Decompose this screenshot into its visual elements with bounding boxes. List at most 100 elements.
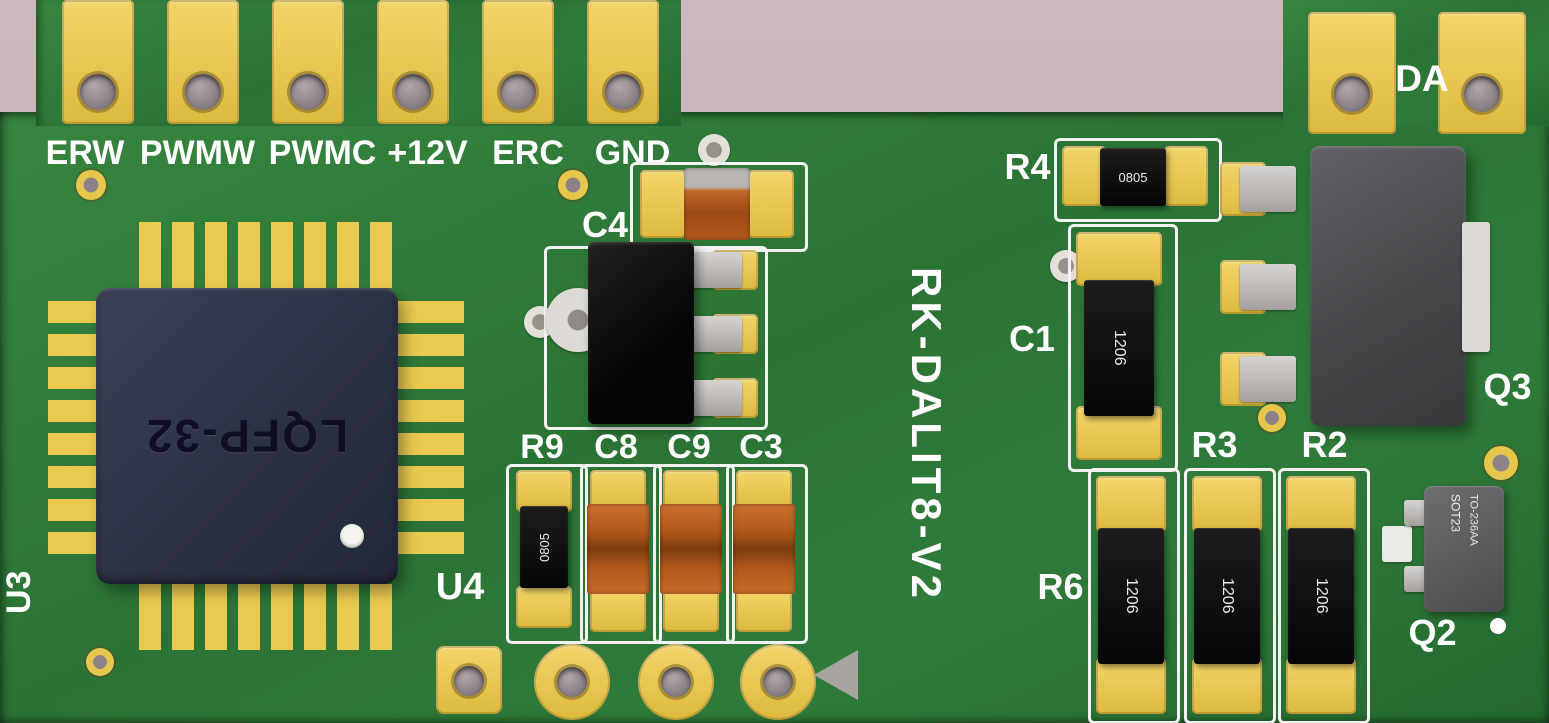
connector-pad-12v <box>377 0 449 124</box>
regulator-body <box>588 242 694 424</box>
connector-pad-erw <box>62 0 134 124</box>
ref-label-r2: R2 <box>1301 424 1348 465</box>
ref-label-r9: R9 <box>520 428 564 466</box>
r6-resistor-body: 1206 <box>1098 528 1164 664</box>
c4-capacitor-body <box>684 168 750 240</box>
via <box>1258 404 1286 432</box>
r2-pad <box>1286 476 1356 532</box>
r9-resistor-body: 0805 <box>520 506 568 588</box>
q2-transistor-body: SOT23 TO-236AA <box>1424 486 1504 612</box>
c9-capacitor-body <box>660 504 722 594</box>
q2-marking-package: SOT23 <box>1448 494 1463 533</box>
silkscreen-label-pwmc: PWMC <box>268 134 377 172</box>
ref-label-q3: Q3 <box>1483 366 1532 407</box>
q3-lead <box>1240 264 1296 310</box>
r3-resistor-body: 1206 <box>1194 528 1260 664</box>
ref-label-c9: C9 <box>667 428 711 466</box>
c9-pad <box>663 588 719 632</box>
via <box>558 170 588 200</box>
r6-silkscreen-outline <box>1088 468 1180 723</box>
mount-pad-square <box>436 646 502 714</box>
c8-pad <box>590 470 646 510</box>
r2-silkscreen-outline <box>1278 468 1370 723</box>
r4-pad <box>1164 146 1208 206</box>
via <box>698 134 730 166</box>
silkscreen-label-da: DA <box>1395 58 1449 99</box>
c4-pad-left <box>640 170 686 238</box>
ref-label-c8: C8 <box>594 428 638 466</box>
mount-pad-round <box>534 644 610 720</box>
via <box>1484 446 1518 480</box>
connector-pad-da-left <box>1308 12 1396 134</box>
silkscreen-label-erw: ERW <box>45 134 125 172</box>
pad-hole <box>557 667 587 697</box>
r2-resistor-body: 1206 <box>1288 528 1354 664</box>
pad-hole <box>1464 76 1500 112</box>
pad-hole <box>500 74 536 110</box>
connector-pad-erc <box>482 0 554 124</box>
mount-pad-round <box>638 644 714 720</box>
pad-hole <box>185 74 221 110</box>
qfp-chip-u3: LQFP-32 <box>96 288 398 584</box>
r9-silkscreen-outline <box>506 464 588 644</box>
regulator-lead <box>690 316 742 352</box>
c3-pad <box>736 470 792 510</box>
ref-label-r4: R4 <box>1004 146 1051 187</box>
pin1-dot <box>340 524 364 548</box>
pad-hole <box>80 74 116 110</box>
r4-marking: 0805 <box>1118 169 1148 185</box>
q3-transistor-body <box>1310 146 1466 426</box>
r2-pad <box>1286 658 1356 714</box>
c8-pad <box>590 588 646 632</box>
r6-marking: 1206 <box>1123 578 1140 614</box>
r4-pad <box>1062 146 1106 206</box>
qfp-leads-bottom <box>139 584 395 650</box>
q2-lead <box>1404 500 1426 526</box>
pad-hole <box>661 667 691 697</box>
board-title: RK-DALIT8-V2 <box>903 267 950 603</box>
ref-label-q2: Q2 <box>1408 612 1457 653</box>
q2-marking-standard: TO-236AA <box>1467 494 1480 546</box>
c3-silkscreen-outline <box>726 464 808 644</box>
q3-tab <box>1462 222 1490 352</box>
q3-lead <box>1240 356 1296 402</box>
q3-lead <box>1240 166 1296 212</box>
c1-pad <box>1076 232 1162 286</box>
ref-label-c4: C4 <box>581 204 629 245</box>
pad-hole <box>763 667 793 697</box>
r6-pad <box>1096 658 1166 714</box>
pad-hole <box>395 74 431 110</box>
r9-pad <box>516 586 572 628</box>
qfp-leads-right <box>398 301 464 561</box>
c4-pad-right <box>748 170 794 238</box>
r3-marking: 1206 <box>1219 578 1236 614</box>
pad-hole <box>605 74 641 110</box>
ref-label-u3: U3 <box>0 570 38 614</box>
r9-marking: 0805 <box>536 532 552 562</box>
regulator-lead <box>690 380 742 416</box>
c3-pad <box>736 588 792 632</box>
ref-label-r6: R6 <box>1037 566 1084 607</box>
pcb-tab-top-left <box>36 0 681 126</box>
c8-capacitor-body <box>587 504 649 594</box>
r3-pad <box>1192 658 1262 714</box>
arrow-marker-icon <box>814 650 858 700</box>
r3-silkscreen-outline <box>1184 468 1276 723</box>
r9-pad <box>516 470 572 512</box>
qfp-leads-top <box>139 222 395 288</box>
regulator-lead <box>690 252 742 288</box>
r4-resistor-body: 0805 <box>1100 148 1166 206</box>
silkscreen-label-erc: ERC <box>492 134 564 172</box>
c1-marking: 1206 <box>1111 330 1128 366</box>
via <box>76 170 106 200</box>
pad-hole <box>1334 76 1370 112</box>
ref-label-r3: R3 <box>1191 424 1238 465</box>
mount-pad-round <box>740 644 816 720</box>
r3-pad <box>1192 476 1262 532</box>
chip-package-marking: LQFP-32 <box>145 410 349 462</box>
silkscreen-dot <box>1490 618 1506 634</box>
silkscreen-label-pwmw: PWMW <box>139 134 256 172</box>
ref-label-c3: C3 <box>739 428 783 466</box>
pad-hole <box>454 666 484 696</box>
